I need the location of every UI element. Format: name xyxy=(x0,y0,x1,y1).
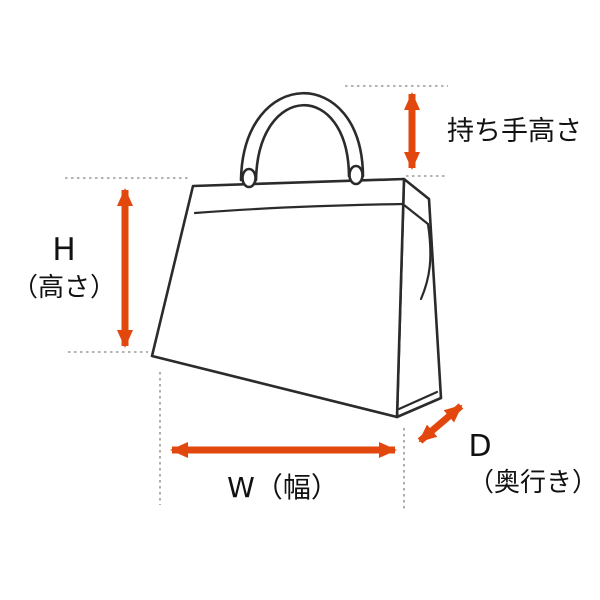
width-label: W（幅） xyxy=(227,471,339,504)
depth-arrow xyxy=(417,403,464,444)
depth-symbol-label: D xyxy=(468,429,491,464)
handle-attachment-right xyxy=(348,164,364,186)
bag-front-panel xyxy=(150,177,406,419)
bag-flap-seam xyxy=(193,202,405,215)
bag-base-seam xyxy=(397,390,439,411)
bag-flap-side-edge xyxy=(402,203,432,301)
handle-attachment-left xyxy=(241,167,257,189)
handle-height-label: 持ち手高さ xyxy=(447,116,582,147)
bag-handle xyxy=(239,92,365,182)
height-name-label: （高さ） xyxy=(12,273,116,303)
height-symbol-label: H xyxy=(52,232,75,268)
depth-name-label: （奥行き） xyxy=(468,468,598,498)
